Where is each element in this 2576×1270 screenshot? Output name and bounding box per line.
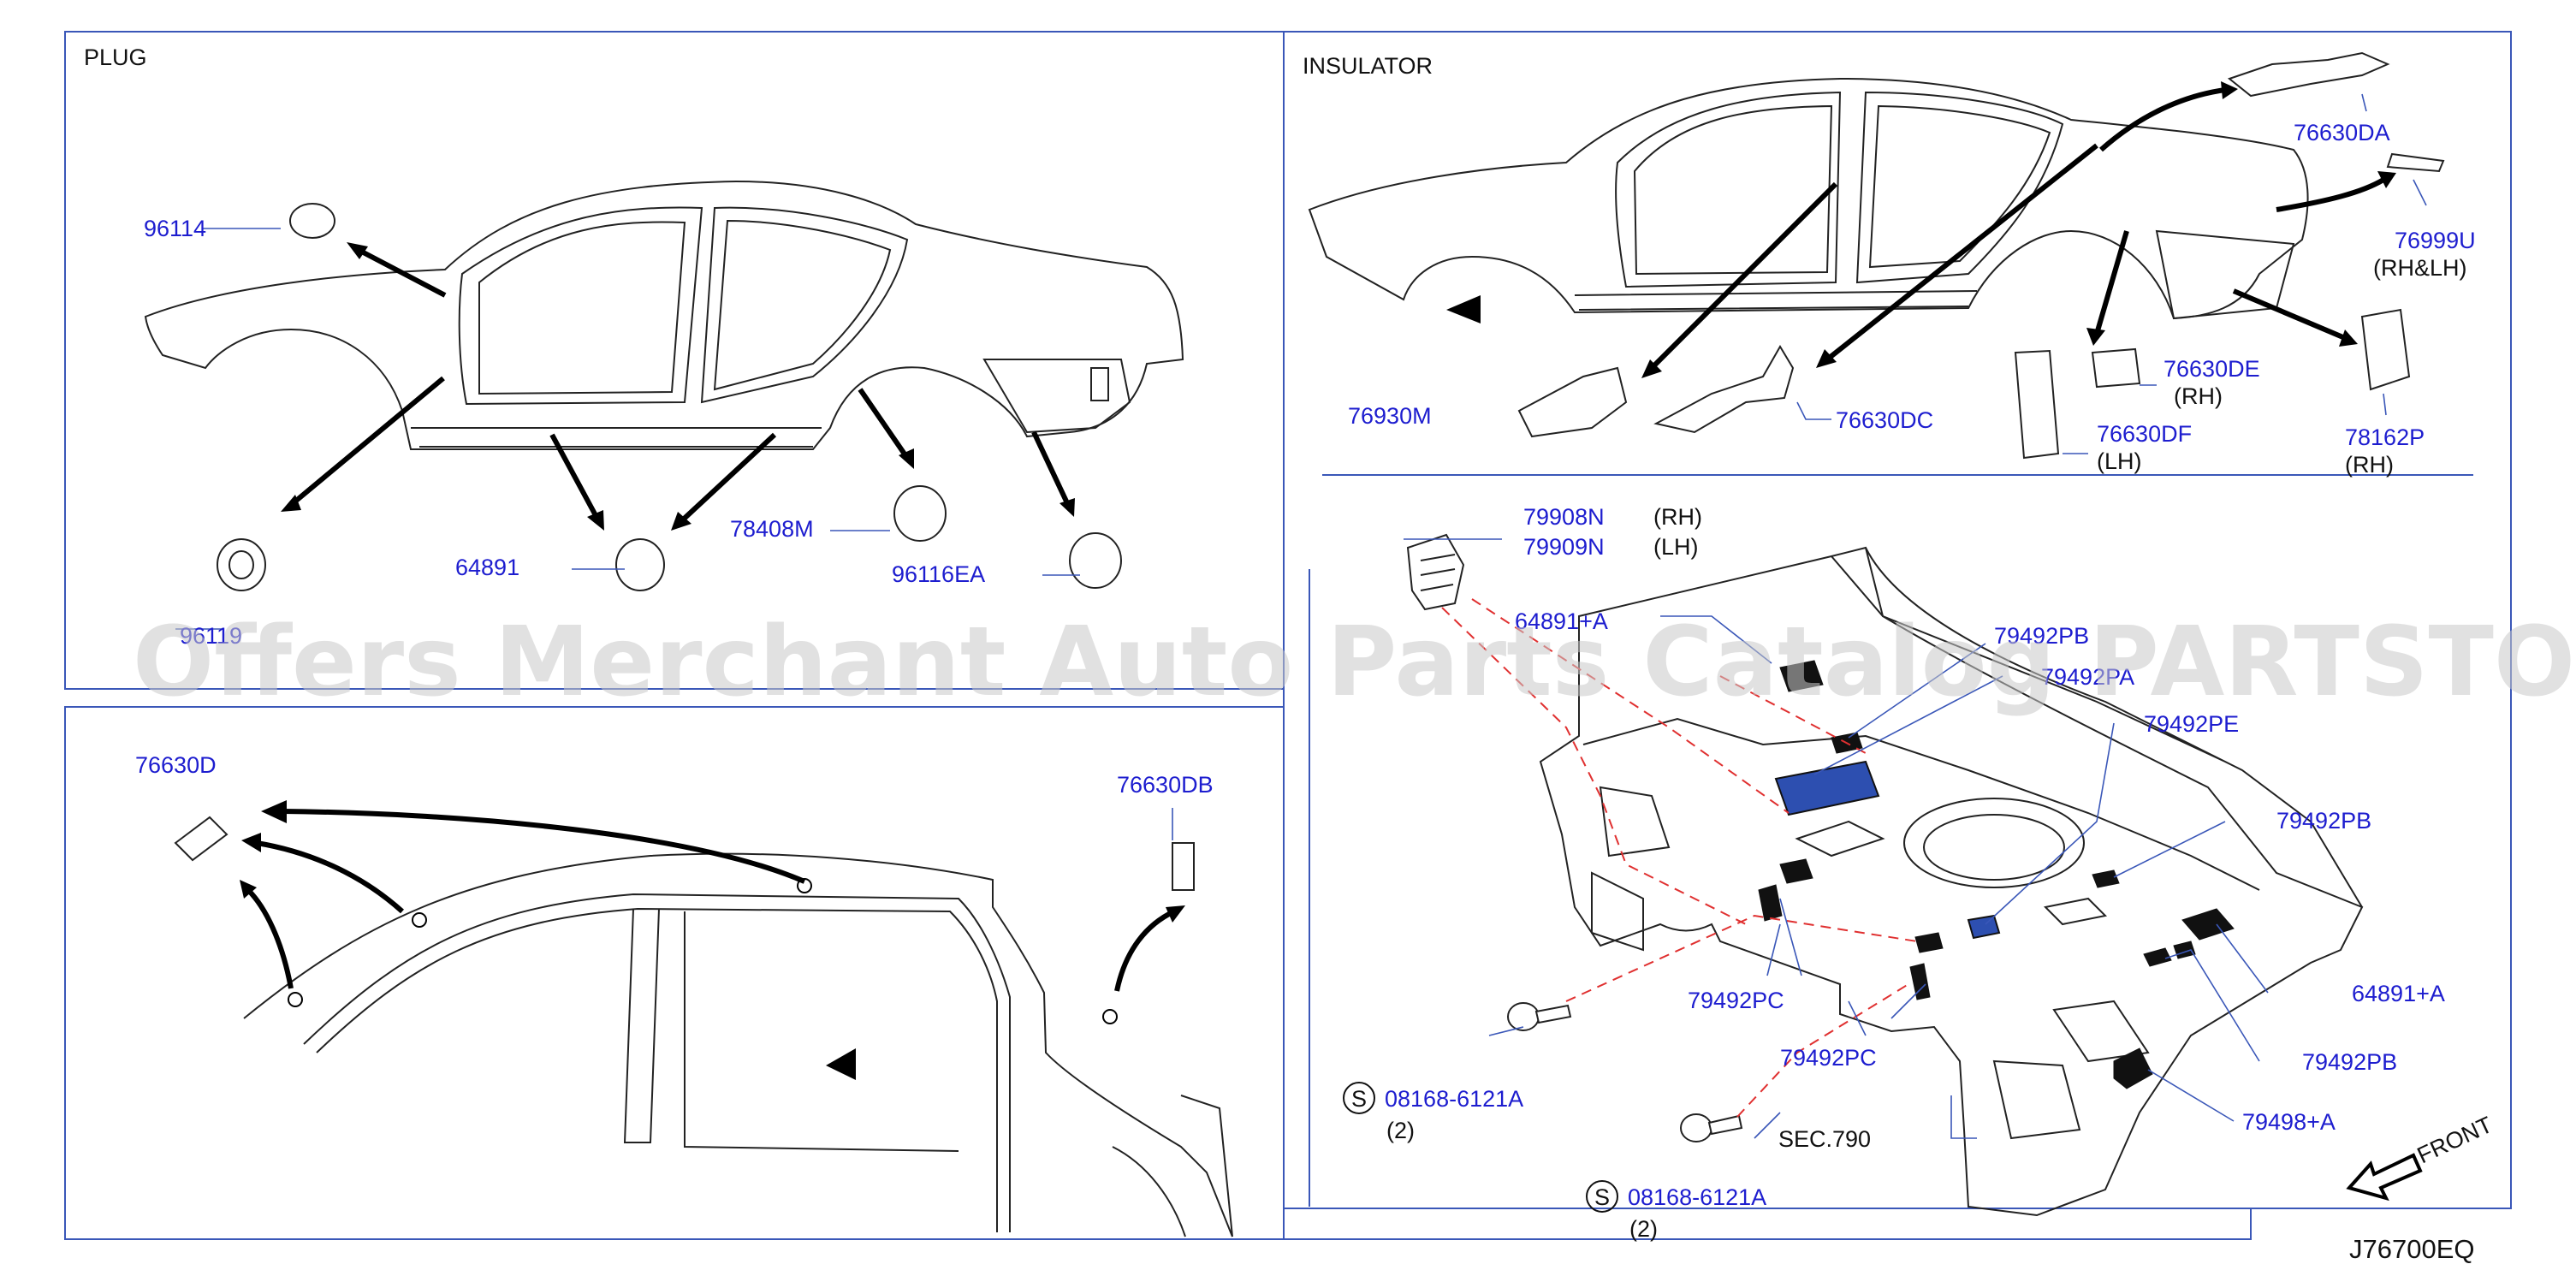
side-panel-frame xyxy=(64,706,1285,1240)
insulator-76630DF xyxy=(2014,230,2129,460)
label-79492PC-1: 79492PC xyxy=(1688,988,1784,1013)
insulator-car-body xyxy=(1308,77,2309,323)
label-bolt-1: 08168-6121A xyxy=(1385,1086,1523,1112)
note-79909N: (LH) xyxy=(1653,534,1699,560)
s-symbol-1: S xyxy=(1351,1086,1367,1112)
label-79909N: 79909N xyxy=(1523,534,1605,560)
insulator-76999U xyxy=(2276,152,2445,212)
floor-leaders xyxy=(1404,538,2269,1139)
diagram-code: J76700EQ xyxy=(2349,1234,2475,1264)
label-78408M: 78408M xyxy=(730,516,814,542)
plug-96116EA-rear xyxy=(1031,430,1122,589)
note-79908N: (RH) xyxy=(1653,504,1702,530)
label-79492PB: 79492PB xyxy=(2276,808,2371,834)
label-64891: 64891 xyxy=(455,555,519,580)
s-symbol-2: S xyxy=(1594,1184,1610,1210)
label-96116EA: 96116EA xyxy=(892,561,985,587)
label-76630DE: 76630DE xyxy=(2163,356,2260,382)
plug-car-body xyxy=(144,180,1184,450)
side-insulator-76630DB xyxy=(1114,842,1195,992)
label-76999U: 76999U xyxy=(2395,228,2476,253)
plug-96114 xyxy=(289,203,447,298)
note-76630DE: (RH) xyxy=(2174,383,2223,409)
label-sec790: SEC.790 xyxy=(1778,1126,1871,1152)
label-79498A: 79498+A xyxy=(2242,1109,2336,1135)
plug-panel-title: PLUG xyxy=(84,45,147,70)
floor-fasteners xyxy=(1406,533,1743,1142)
side-insulator-76630D xyxy=(174,800,806,989)
label-78162P: 78162P xyxy=(2345,424,2425,450)
label-79908N: 79908N xyxy=(1523,504,1605,530)
qty-bolt-1: (2) xyxy=(1386,1118,1415,1143)
label-76630DF: 76630DF xyxy=(2097,421,2192,447)
bolt-callout-2: S xyxy=(1586,1180,1618,1213)
insulator-panel-frame xyxy=(1283,31,2512,1209)
insulator-76630DE xyxy=(2091,347,2141,389)
label-76630DB: 76630DB xyxy=(1117,772,1214,798)
bottom-frame-step xyxy=(1284,1208,2511,1240)
label-76630DA: 76630DA xyxy=(2294,120,2390,145)
label-76930M: 76930M xyxy=(1348,403,1432,429)
bolt-callout-1: S xyxy=(1343,1082,1375,1114)
label-76630D: 76630D xyxy=(135,752,217,778)
side-body-outline xyxy=(243,852,1233,1237)
label-79492PB-top: 79492PB xyxy=(1994,623,2089,649)
insulator-76930M xyxy=(1517,181,1838,438)
insulator-indicator-arrow xyxy=(1446,295,1481,323)
plug-96119 xyxy=(217,376,445,591)
label-96119-partial: 96119 xyxy=(180,623,242,649)
floor-dashed-guides xyxy=(1441,598,1918,1118)
side-indicator-arrow xyxy=(826,1048,856,1080)
label-64891A-top: 64891+A xyxy=(1515,608,1608,634)
label-79492PC-2: 79492PC xyxy=(1780,1045,1877,1071)
label-96114: 96114 xyxy=(144,216,206,241)
label-79492PE: 79492PE xyxy=(2144,711,2239,737)
note-76630DF: (LH) xyxy=(2097,448,2142,474)
note-76999U: (RH&LH) xyxy=(2373,255,2467,281)
plug-leaders xyxy=(175,228,1080,630)
insulator-76630DC xyxy=(1653,143,2098,434)
plug-96116EA xyxy=(858,388,947,542)
label-76630DC: 76630DC xyxy=(1836,407,1933,433)
side-markers xyxy=(288,878,1118,1024)
floor-insulator-pads xyxy=(1758,660,2235,1089)
floor-assembly xyxy=(1539,546,2364,1217)
label-bolt-2: 08168-6121A xyxy=(1628,1184,1766,1210)
insulator-78162P xyxy=(2232,288,2411,391)
label-79492PB-2: 79492PB xyxy=(2302,1049,2397,1075)
front-arrow-icon xyxy=(2346,1153,2423,1202)
plug-64891 xyxy=(549,433,665,591)
label-64891A: 64891+A xyxy=(2352,981,2445,1006)
insulator-76630DA xyxy=(2099,51,2390,152)
plug-78408M xyxy=(671,432,777,531)
qty-bolt-2: (2) xyxy=(1629,1216,1658,1242)
label-front: FRONT xyxy=(2413,1112,2496,1168)
watermark: Offers Merchant Auto Parts Catalog PARTS… xyxy=(133,607,2576,718)
note-78162P: (RH) xyxy=(2345,452,2394,478)
insulator-leaders xyxy=(1796,93,2427,454)
label-79492PA: 79492PA xyxy=(2041,664,2134,690)
insulator-panel-title: INSULATOR xyxy=(1303,53,1433,79)
